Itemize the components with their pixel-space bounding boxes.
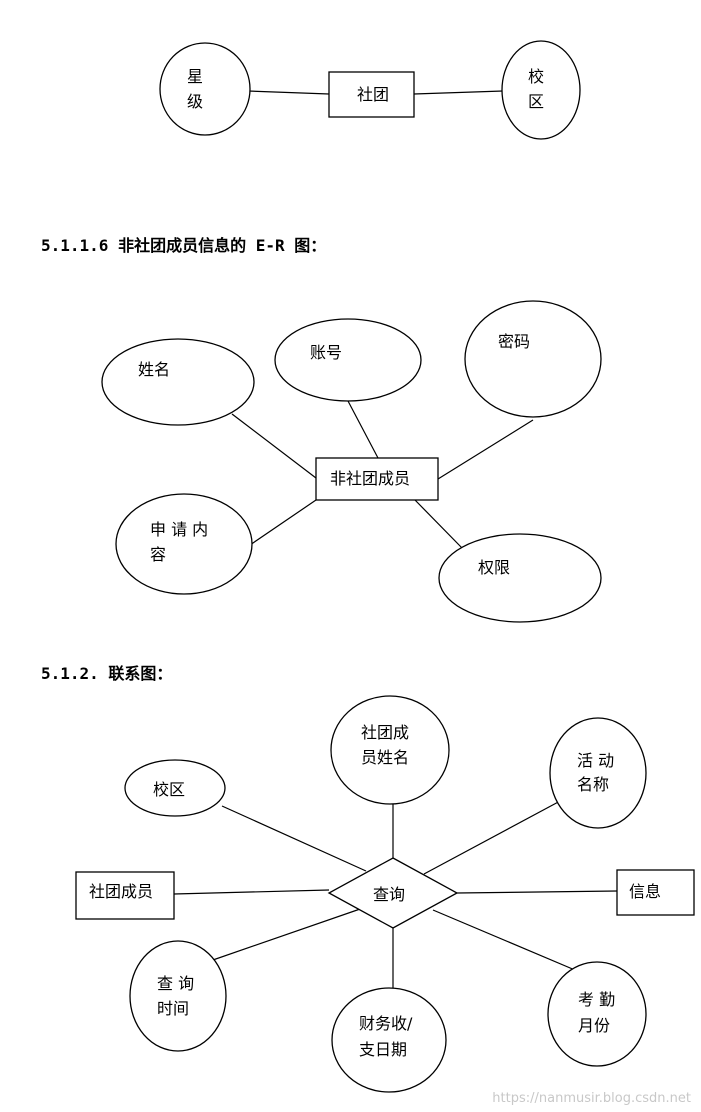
edge-permission-nonmember	[414, 499, 464, 550]
attr-password	[464, 300, 602, 418]
edge-password-nonmember	[437, 419, 534, 480]
entity-info	[616, 869, 695, 916]
attr-attendance-label-1: 考 勤	[578, 990, 615, 1009]
entity-non-member	[315, 457, 439, 501]
attr-permission	[438, 533, 602, 623]
attr-permission-label: 权限	[478, 558, 510, 577]
attr-member-name-label-2: 员姓名	[361, 748, 409, 767]
entity-club-member-label: 社团成员	[89, 882, 153, 901]
attr-campus-2	[124, 759, 226, 817]
edge-club-campus	[413, 90, 504, 95]
attr-member-name	[330, 695, 450, 805]
attr-campus-2-label: 校区	[153, 780, 185, 799]
attr-activity-label-1: 活 动	[577, 751, 614, 770]
attr-finance-date	[331, 987, 447, 1093]
attr-name-label: 姓名	[138, 360, 170, 379]
attr-activity-label-2: 名称	[577, 775, 609, 794]
attr-apply-label-2: 容	[150, 545, 166, 564]
attr-attendance-month	[547, 961, 647, 1067]
diagram-non-member-er: 非社团成员 姓名 账号 密码 申 请 内 容 权限	[101, 300, 602, 623]
entity-club-member	[75, 871, 175, 920]
edge-querytime-query	[209, 907, 364, 962]
attr-apply-label-1: 申 请 内	[150, 520, 208, 539]
attr-apply-content	[115, 493, 253, 595]
attr-query-time-label-2: 时间	[157, 999, 189, 1018]
relationship-query-label: 查询	[373, 885, 405, 904]
edge-campus-query	[221, 805, 367, 872]
attr-activity-name	[549, 717, 647, 829]
entity-non-member-label: 非社团成员	[330, 469, 410, 488]
edge-query-info	[456, 890, 618, 894]
relationship-query	[327, 857, 459, 929]
attr-finance-label-1: 财务收/	[359, 1014, 413, 1033]
attr-query-time	[129, 940, 227, 1052]
attr-name	[101, 338, 255, 426]
heading-relationship-diagram: 5.1.2. 联系图：	[41, 664, 173, 683]
entity-info-label: 信息	[629, 882, 661, 901]
attr-account	[274, 318, 422, 402]
attr-attendance-label-2: 月份	[578, 1016, 610, 1035]
attr-star-level	[159, 42, 251, 136]
attr-account-label: 账号	[310, 343, 342, 362]
attr-campus	[501, 40, 581, 140]
attr-star-level-label-1: 星	[187, 67, 203, 86]
diagram-relationship: 查询 社团成员 信息 校区 社团成 员姓名 活 动 名称 查 询 时间 财务收/…	[75, 695, 695, 1093]
edge-attendance-query	[432, 909, 583, 974]
attr-campus-label-1: 校	[528, 67, 544, 86]
edge-activity-query	[423, 799, 563, 875]
attr-campus-label-2: 区	[528, 92, 544, 111]
diagram-club-er: 社团 星 级 校 区	[159, 40, 581, 140]
entity-club-label: 社团	[357, 85, 389, 104]
attr-query-time-label-1: 查 询	[157, 974, 194, 993]
edge-apply-nonmember	[249, 499, 317, 546]
heading-non-member-er: 5.1.1.6 非社团成员信息的 E-R 图：	[41, 236, 327, 255]
edge-star-club	[247, 90, 330, 95]
attr-member-name-label-1: 社团成	[361, 723, 409, 742]
edge-name-nonmember	[231, 413, 317, 479]
watermark: https://nanmusir.blog.csdn.net	[492, 1091, 691, 1106]
attr-star-level-label-2: 级	[187, 92, 203, 111]
attr-finance-label-2: 支日期	[359, 1040, 407, 1059]
entity-club	[328, 71, 415, 118]
attr-password-label: 密码	[498, 332, 530, 351]
edge-account-nonmember	[347, 400, 379, 459]
edge-member-query	[173, 889, 330, 895]
